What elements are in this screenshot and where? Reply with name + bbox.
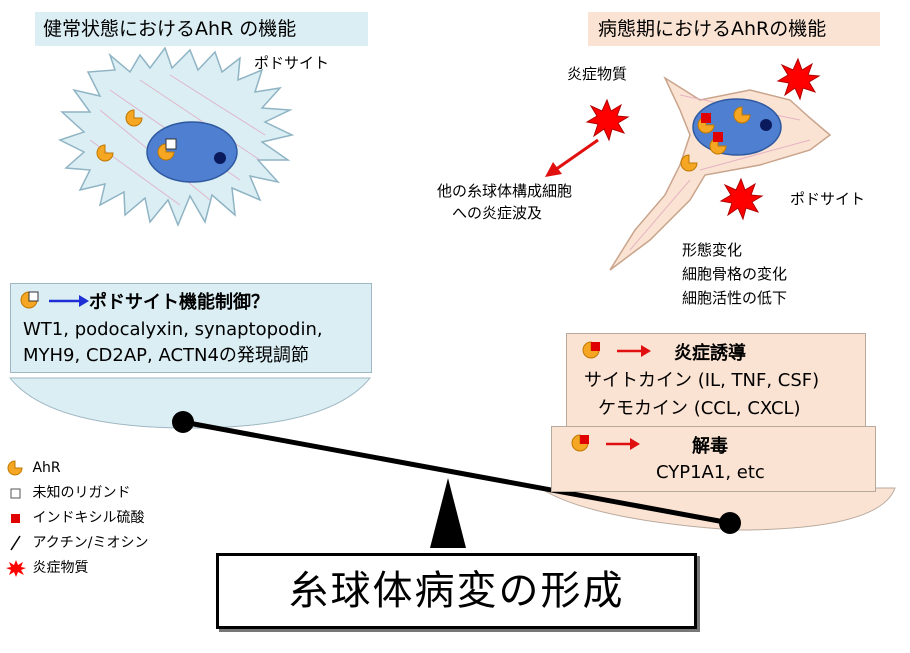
detoxification-heading: 解毒 bbox=[692, 436, 728, 457]
inflammation-induction-box: 炎症誘導 サイトカイン (IL, TNF, CSF) ケモカイン (CCL, C… bbox=[566, 333, 866, 430]
legend-label: 炎症物質 bbox=[32, 560, 89, 576]
inflammatory-substance-label: 炎症物質 bbox=[567, 65, 628, 83]
inflammatory-substance-icon bbox=[720, 178, 763, 220]
right-balance-plate bbox=[538, 487, 896, 531]
inflammatory-substance-icon bbox=[6, 560, 26, 577]
podocyte-function-heading: ポドサイト機能制御？ bbox=[89, 292, 269, 313]
podocyte-function-line1: WT1, podocalyxin, synaptopodin, bbox=[23, 319, 323, 340]
disease-state-title: 病態期におけるAhRの機能 bbox=[588, 12, 880, 46]
legend-item-ahr: AhR bbox=[6, 456, 206, 481]
balance-fulcrum bbox=[430, 478, 466, 548]
actin-myosin-icon bbox=[10, 535, 21, 551]
ahr-ligand-arrow-icon bbox=[20, 291, 89, 309]
indoxyl-sulfate-icon bbox=[11, 514, 20, 523]
inflammatory-substance-icon bbox=[777, 58, 820, 100]
legend-label: AhR bbox=[32, 460, 61, 476]
podocyte-label-right: ポドサイト bbox=[790, 190, 866, 208]
diseased-podocyte bbox=[609, 76, 832, 271]
cytokine-line: サイトカイン (IL, TNF, CSF) bbox=[584, 370, 820, 391]
spread-label-line1: 他の糸球体構成細胞 bbox=[437, 182, 573, 200]
inflammation-induction-heading: 炎症誘導 bbox=[674, 343, 746, 364]
ahr-indoxyl-arrow-icon bbox=[571, 434, 640, 452]
legend-label: インドキシル硫酸 bbox=[32, 510, 145, 526]
legend-label: 未知のリガンド bbox=[32, 485, 131, 501]
inflammatory-substance-icon bbox=[586, 99, 629, 141]
podocyte-function-box: ポドサイト機能制御？ WT1, podocalyxin, synaptopodi… bbox=[10, 283, 372, 373]
detoxification-box: 解毒 CYP1A1, etc bbox=[551, 426, 876, 492]
detoxification-line: CYP1A1, etc bbox=[656, 462, 765, 483]
legend-item-inflammatory-substance: 炎症物質 bbox=[6, 556, 206, 581]
legend-item-indoxyl-sulfate: インドキシル硫酸 bbox=[6, 506, 206, 531]
change-activity: 細胞活性の低下 bbox=[682, 289, 788, 307]
legend-label: アクチン/ミオシン bbox=[32, 535, 149, 551]
beam-right-end bbox=[719, 512, 741, 534]
chemokine-line: ケモカイン (CCL, CXCL) bbox=[598, 398, 801, 419]
ahr-icon bbox=[7, 460, 23, 476]
legend-item-actin-myosin: アクチン/ミオシン bbox=[6, 531, 206, 556]
beam-left-end bbox=[172, 411, 194, 433]
legend: AhR 未知のリガンド インドキシル硫酸 アクチン/ミオシン 炎症物質 bbox=[6, 456, 206, 581]
podocyte-function-line2: MYH9, CD2AP, ACTN4の発現調節 bbox=[23, 345, 309, 366]
change-cytoskeleton: 細胞骨格の変化 bbox=[682, 265, 788, 283]
podocyte-label-left: ポドサイト bbox=[254, 54, 330, 72]
result-box: 糸球体病変の形成 bbox=[216, 553, 697, 629]
ahr-indoxyl-arrow-icon bbox=[582, 341, 651, 359]
balance-beam bbox=[182, 419, 731, 526]
inflammation-spread-arrow bbox=[545, 138, 599, 177]
healthy-podocyte bbox=[58, 46, 295, 227]
spread-label-line2: への炎症波及 bbox=[452, 204, 543, 222]
unknown-ligand-icon bbox=[10, 488, 21, 499]
change-morphology: 形態変化 bbox=[682, 241, 743, 259]
healthy-state-title: 健常状態におけるAhR の機能 bbox=[35, 12, 368, 46]
legend-item-unknown-ligand: 未知のリガンド bbox=[6, 481, 206, 506]
